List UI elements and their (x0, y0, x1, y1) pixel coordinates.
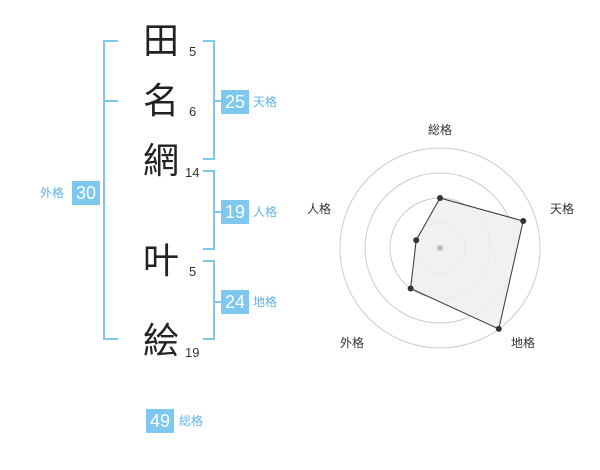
chikaku-bracket-connector (213, 301, 221, 303)
radar-axis-label-soukaku: 総格 (428, 122, 452, 137)
jinkaku-value-badge: 19 (221, 200, 249, 224)
gaikaku-label: 外格 (40, 186, 65, 200)
name-char-1: 田 (143, 21, 180, 62)
name-char-3: 網 (143, 141, 180, 182)
stroke-count-2: 6 (189, 104, 197, 119)
radar-point-2 (495, 325, 502, 332)
name-char-4: 叶 (143, 241, 180, 282)
chikaku-value-badge: 24 (221, 290, 249, 314)
tenkaku-bracket-top (203, 40, 215, 42)
tenkaku-label: 天格 (253, 95, 278, 109)
tenkaku-bracket-bottom (203, 158, 215, 160)
radar-axis-label-gaikaku: 外格 (340, 335, 364, 350)
gaikaku-value-badge: 30 (72, 181, 100, 205)
jinkaku-bracket-connector (213, 211, 221, 213)
stroke-count-3: 14 (185, 165, 200, 180)
jinkaku-bracket-top (203, 170, 215, 172)
gaikaku-bracket-vertical (103, 40, 105, 340)
stroke-count-5: 19 (185, 345, 200, 360)
radar-points (407, 195, 527, 332)
chikaku-bracket-vertical (213, 260, 215, 340)
radar-point-4 (413, 237, 420, 244)
gaikaku-bracket-top (103, 40, 118, 42)
radar-polygon (410, 197, 524, 330)
tenkaku-value-badge: 25 (221, 90, 249, 114)
name-char-2: 名 (143, 81, 180, 122)
jinkaku-label: 人格 (253, 205, 278, 219)
stroke-count-1: 5 (189, 44, 197, 59)
tenkaku-bracket-connector (213, 100, 221, 102)
gaikaku-bracket-bottom (103, 338, 118, 340)
chikaku-label: 地格 (253, 295, 278, 309)
chikaku-bracket-top (203, 260, 215, 262)
radar-center-dot (437, 245, 443, 251)
radar-grid-ring (339, 147, 541, 349)
jinkaku-bracket-vertical (213, 170, 215, 250)
soukaku-label: 総格 (179, 414, 204, 428)
radar-point-3 (407, 285, 414, 292)
radar-point-1 (520, 217, 527, 224)
radar-point-0 (437, 195, 443, 201)
stroke-count-4: 5 (189, 264, 197, 279)
soukaku-value-badge: 49 (146, 409, 174, 433)
jinkaku-bracket-bottom (203, 248, 215, 250)
radar-axis-label-jinkaku: 人格 (307, 201, 331, 216)
gaikaku-bracket-mid (103, 100, 118, 102)
radar-axis-label-tenkaku: 天格 (550, 201, 574, 216)
chikaku-bracket-bottom (203, 338, 215, 340)
name-char-5: 絵 (143, 321, 180, 362)
radar-axis-label-chikaku: 地格 (511, 335, 535, 350)
